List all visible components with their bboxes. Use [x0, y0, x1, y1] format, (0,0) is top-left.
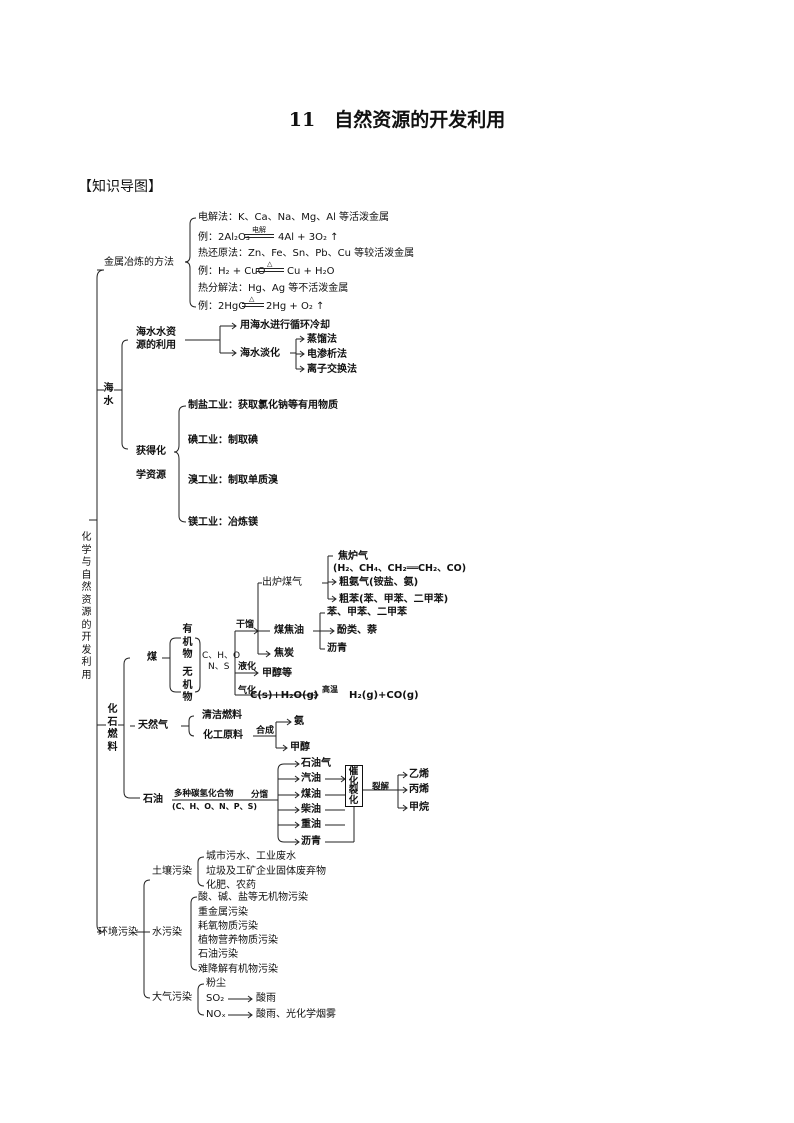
metal-item-7: 热分解法：Hg、Ag 等不活泼金属: [198, 283, 349, 294]
air-item: 酸雨、光化学烟雾: [256, 1009, 336, 1020]
natural-gas-label: 天然气: [138, 720, 168, 731]
organic-label: 有机物: [182, 624, 193, 660]
equal-sign: [242, 303, 264, 307]
sea-chem-label-1: 获得化: [136, 446, 166, 457]
heat-condition: △: [249, 295, 255, 303]
sea-chem-item: 溴工业：制取单质溴: [188, 475, 278, 486]
coke-label: 焦炭: [274, 648, 294, 659]
soil-label: 土壤污染: [152, 866, 192, 877]
metal-item-1: 电解法：K、Ca、Na、Mg、Al 等活泼金属: [198, 212, 390, 223]
water-item: 难降解有机物污染: [198, 964, 278, 975]
metal-item-5: 例：H₂ + CuO: [198, 266, 266, 277]
metal-item-4: 热还原法：Zn、Fe、Sn、Pb、Cu 等较活泼金属: [198, 248, 415, 259]
synth-product: 氨: [294, 716, 304, 727]
metal-item-9: 2Hg + O₂ ↑: [266, 301, 325, 312]
furnace-item: 粗氨气(铵盐、氨): [339, 577, 419, 588]
fraction: 沥青: [301, 836, 321, 847]
clean-fuel: 清洁燃料: [202, 710, 242, 721]
env-label: 环境污染: [98, 927, 138, 938]
equal-sign: [244, 234, 274, 238]
sea-label: 海水: [103, 383, 114, 407]
coal-label: 煤: [147, 652, 157, 663]
oil-desc-1: 多种碳氢化合物: [174, 789, 234, 799]
furnace-item: 粗苯(苯、甲苯、二甲苯): [339, 594, 449, 605]
fraction: 柴油: [301, 804, 321, 815]
section-label: 【知识导图】: [78, 179, 162, 195]
sea-water-label-1: 海水水资: [136, 327, 176, 338]
chem-raw: 化工原料: [203, 730, 243, 741]
air-item: 酸雨: [256, 993, 276, 1004]
tar-item: 沥青: [327, 643, 347, 654]
water-label: 水污染: [152, 927, 182, 938]
soil-item: 垃圾及工矿企业固体废弃物: [206, 866, 326, 877]
synth-label: 合成: [256, 726, 275, 736]
sea-cooling: 用海水进行循环冷却: [240, 320, 330, 331]
furnace-item: 焦炉气: [338, 551, 368, 562]
furnace-gas-label: 出炉煤气: [262, 577, 302, 588]
desal-method: 电渗析法: [307, 349, 347, 360]
tar-item: 酚类、萘: [337, 625, 377, 636]
gas-eq-right: H₂(g)+CO(g): [349, 690, 419, 701]
liquefy-label: 液化: [238, 662, 257, 672]
cracking-box-label: 催化裂化: [348, 766, 359, 806]
soil-item: 城市污水、工业废水: [206, 851, 296, 862]
oil-desc-2: (C、H、O、N、P、S): [172, 802, 257, 811]
air-label: 大气污染: [152, 992, 192, 1003]
oil-label: 石油: [143, 794, 163, 805]
gas-eq-left: C(s)+H₂O(g): [250, 690, 319, 701]
air-item: NOₓ: [206, 1009, 226, 1020]
sea-water-label-2: 源的利用: [136, 340, 176, 351]
sea-chem-item: 镁工业：冶炼镁: [188, 517, 258, 528]
crack-product: 乙烯: [409, 769, 429, 780]
sea-chem-item: 制盐工业：获取氯化钠等有用物质: [188, 400, 338, 411]
metal-item-2: 例：2Al₂O₃: [198, 232, 250, 243]
equal-sign: [256, 268, 284, 272]
gas-eq-cond: 高温: [322, 685, 338, 694]
sea-desal: 海水淡化: [240, 348, 280, 359]
crack-product: 丙烯: [409, 784, 429, 795]
fraction: 汽油: [301, 773, 321, 784]
synth-product: 甲醇: [290, 742, 310, 753]
coal-elements-1: C、H、O: [202, 651, 241, 661]
fraction: 煤油: [301, 789, 321, 800]
heat-condition: △: [267, 260, 273, 268]
water-item: 重金属污染: [198, 907, 248, 918]
furnace-item: (H₂、CH₄、CH₂══CH₂、CO): [333, 563, 467, 574]
inorganic-label: 无机物: [182, 667, 193, 703]
desal-method: 离子交换法: [307, 364, 357, 375]
page-title: 11 自然资源的开发利用: [288, 109, 506, 131]
sea-chem-label-2: 学资源: [136, 470, 166, 481]
water-item: 植物营养物质污染: [198, 935, 278, 946]
coal-tar-label: 煤焦油: [274, 625, 304, 636]
desal-method: 蒸馏法: [307, 334, 337, 345]
metal-item-6: Cu + H₂O: [287, 266, 335, 277]
metal-item-8: 例：2HgO: [198, 301, 247, 312]
cracking-box: 催化裂化: [345, 765, 363, 807]
fractionation-label: 分馏: [251, 790, 269, 800]
metal-label: 金属冶炼的方法: [104, 257, 174, 268]
metal-item-3: 4Al + 3O₂ ↑: [278, 232, 339, 243]
tar-item: 苯、甲苯、二甲苯: [327, 607, 407, 618]
fraction: 重油: [301, 819, 321, 830]
sea-chem-item: 碘工业：制取碘: [188, 435, 258, 446]
fossil-label: 化石燃料: [107, 704, 118, 753]
root-label: 化学与自然资源的开发利用: [81, 532, 92, 681]
water-item: 石油污染: [198, 949, 238, 960]
gasify-label: 气化: [238, 686, 257, 696]
air-item: 粉尘: [206, 978, 226, 989]
methanol-etc: 甲醇等: [262, 668, 292, 679]
electrolysis-condition: 电解: [252, 226, 266, 234]
water-item: 酸、碱、盐等无机物污染: [198, 892, 308, 903]
air-item: SO₂: [206, 993, 225, 1004]
cracking-label: 裂解: [372, 782, 390, 792]
fraction: 石油气: [301, 758, 331, 769]
crack-product: 甲烷: [409, 802, 429, 813]
water-item: 耗氧物质污染: [198, 921, 258, 932]
soil-item: 化肥、农药: [206, 880, 256, 891]
dry-distill-label: 干馏: [236, 620, 255, 630]
coal-elements-2: N、S: [208, 662, 230, 672]
